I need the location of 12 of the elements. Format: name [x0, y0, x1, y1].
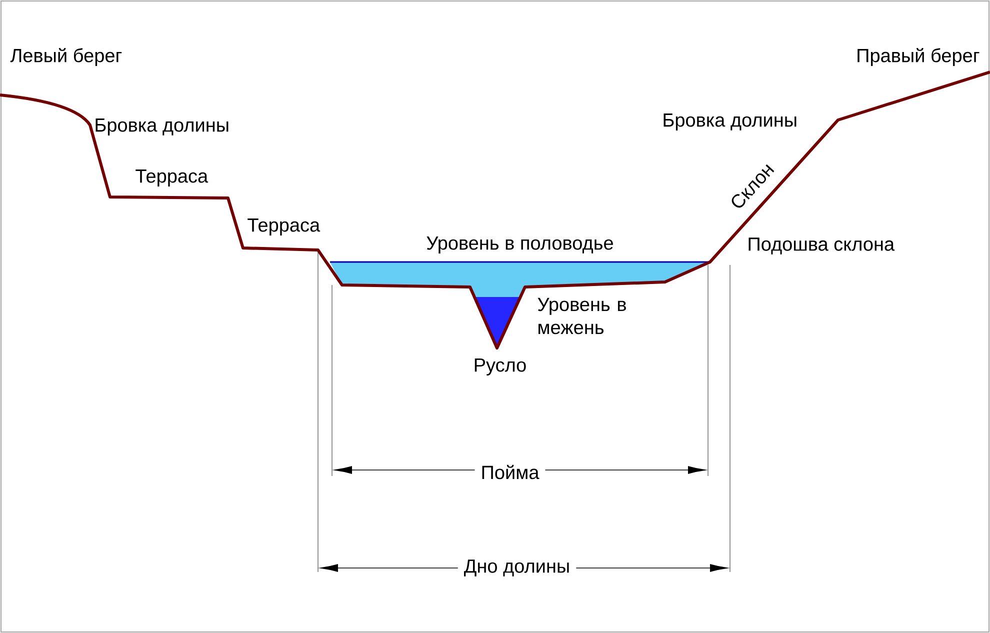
label: Правый берег: [858, 48, 980, 66]
label: Бровка долины: [96, 118, 228, 136]
label: Подошва склона: [748, 238, 895, 254]
label: Дно долины: [458, 558, 576, 578]
label: Уровень в межень: [538, 298, 626, 334]
label: Русло: [474, 358, 526, 376]
label: Левый берег: [10, 48, 122, 66]
label: Уровень в половодье: [426, 236, 613, 254]
label: Терраса: [248, 218, 320, 236]
label: Бровка долины: [664, 114, 796, 130]
label: Пойма: [474, 462, 546, 482]
label: Терраса: [136, 170, 208, 186]
